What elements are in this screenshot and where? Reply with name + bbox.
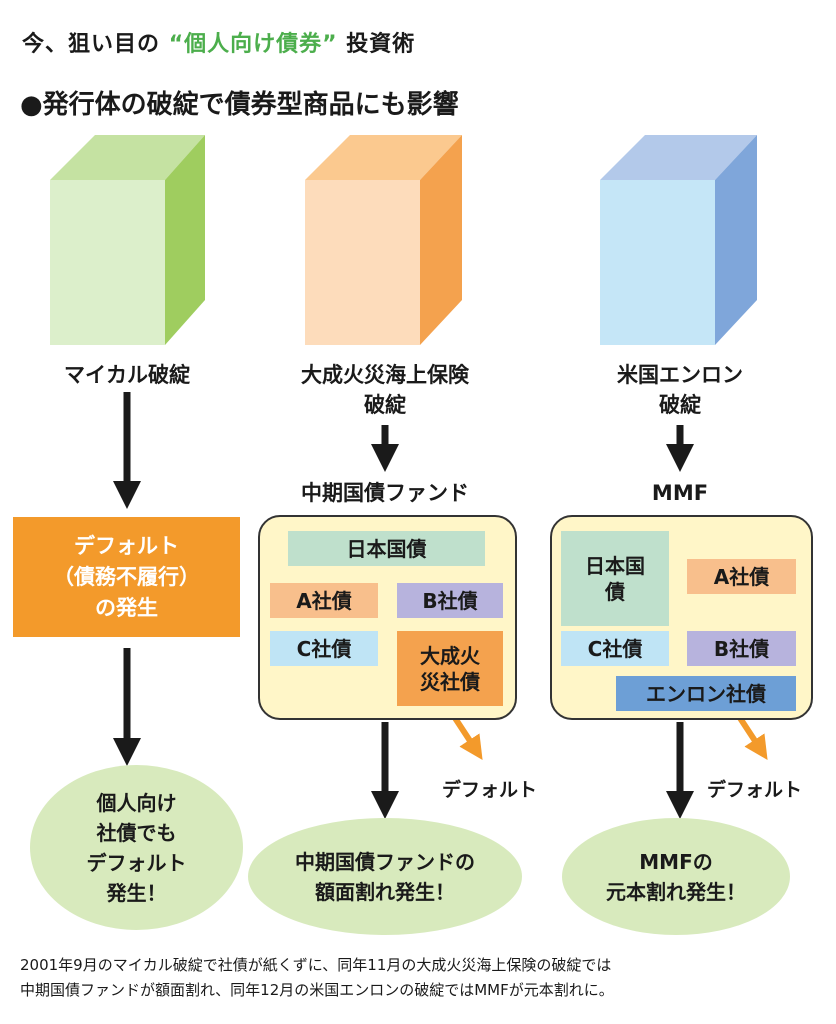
page-title: 今、狙い目の “個人向け債券” 投資術: [22, 26, 415, 58]
box-line: デフォルト: [74, 533, 179, 558]
result-line: 中期国債ファンドの: [295, 849, 475, 874]
default-label: デフォルト: [442, 779, 538, 801]
fund-name-chukoku: 中期国債ファンド: [301, 481, 469, 505]
result-ellipse-1: 個人向け 社債でも デフォルト 発生！: [30, 765, 243, 930]
section-heading: ●発行体の破綻で債券型商品にも影響: [20, 90, 459, 120]
holding-c-bond: C社債: [270, 631, 378, 666]
default-occurrence-box: デフォルト （債務不履行） の発生: [13, 517, 240, 637]
title-prefix: 今、狙い目の: [22, 32, 161, 57]
holding-b-bond: B社債: [397, 583, 503, 618]
event-line: 破綻: [364, 393, 406, 417]
default-arrow: [737, 716, 768, 761]
default-label: デフォルト: [707, 779, 803, 801]
result-line: 社債でも: [96, 820, 177, 845]
caption-line: 中期国債ファンドが額面割れ、同年12月の米国エンロンの破綻ではMMFが元本割れに…: [20, 981, 614, 999]
event-enron: 米国エンロン 破綻: [560, 360, 800, 420]
box-line: （債務不履行）: [53, 564, 200, 589]
fund-box-chukoku: 日本国債 A社債 B社債 C社債 大成火災社債: [258, 515, 517, 720]
caption-line: 2001年9月のマイカル破綻で社債が紙くずに、同年11月の大成火災海上保険の破綻…: [20, 956, 612, 974]
caption: 2001年9月のマイカル破綻で社債が紙くずに、同年11月の大成火災海上保険の破綻…: [20, 953, 614, 1003]
box-line: の発生: [95, 595, 158, 620]
holding-a-bond: A社債: [687, 559, 796, 594]
result-line: 発生！: [106, 880, 167, 905]
event-line: 大成火災海上保険: [301, 363, 469, 387]
holding-c-bond: C社債: [561, 631, 669, 666]
green-cube: [50, 135, 205, 345]
orange-cube: [305, 135, 462, 345]
result-line: 額面割れ発生！: [315, 879, 455, 904]
holding-jgb: 日本国債: [561, 531, 669, 626]
fund-box-mmf: 日本国債 A社債 C社債 B社債 エンロン社債: [550, 515, 813, 720]
fund-name-mmf: MMF: [651, 481, 709, 505]
default-arrow: [452, 716, 483, 761]
holding-enron-bond: エンロン社債: [616, 676, 796, 711]
holding-a-bond: A社債: [270, 583, 378, 618]
event-taisei: 大成火災海上保険 破綻: [255, 360, 515, 420]
holding-jgb: 日本国債: [288, 531, 485, 566]
result-ellipse-2: 中期国債ファンドの 額面割れ発生！: [248, 818, 522, 935]
result-ellipse-3: MMFの 元本割れ発生！: [562, 818, 790, 935]
holding-b-bond: B社債: [687, 631, 796, 666]
title-suffix: 投資術: [346, 32, 416, 57]
blue-cube: [600, 135, 757, 345]
holding-taisei-bond: 大成火災社債: [397, 631, 503, 706]
event-line: 破綻: [659, 393, 701, 417]
event-line: 米国エンロン: [617, 363, 743, 387]
result-line: MMFの: [639, 849, 713, 874]
title-highlight: “個人向け債券”: [168, 32, 338, 57]
result-line: デフォルト: [86, 850, 187, 875]
result-line: 個人向け: [96, 790, 177, 815]
event-mycal: マイカル破綻: [64, 363, 190, 387]
result-line: 元本割れ発生！: [606, 879, 746, 904]
